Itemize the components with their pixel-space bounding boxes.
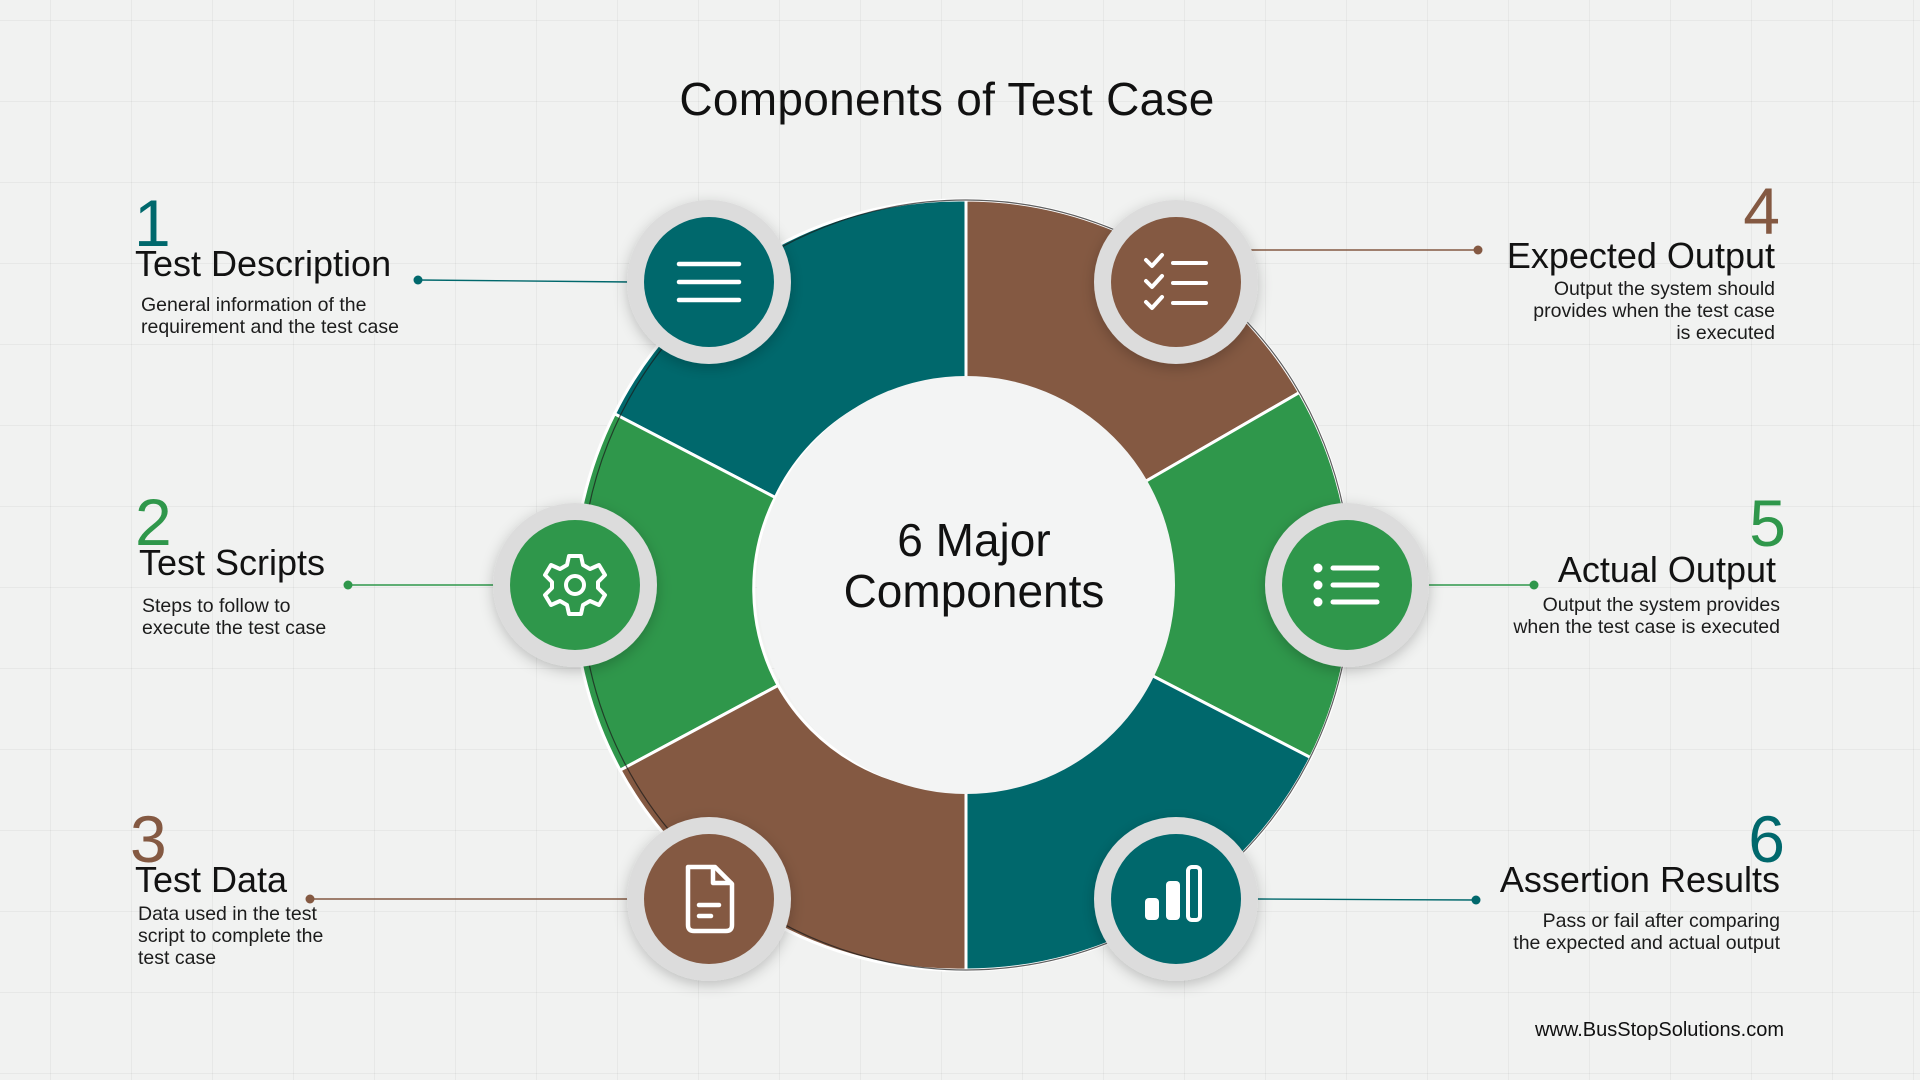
menu-lines-icon (676, 261, 742, 303)
document-icon (685, 864, 735, 934)
gear-icon (543, 554, 607, 616)
component-actual-output: 5 Actual Output Output the system provid… (1513, 490, 1786, 638)
badge-test-description (627, 200, 791, 364)
component-number: 2 (135, 485, 172, 559)
badge-test-data (627, 817, 791, 981)
connector-lines (305, 245, 1539, 905)
connector-assertion-results (1255, 898, 1477, 901)
component-description: Output the system should provides when t… (1533, 278, 1775, 344)
badge-expected-output (1094, 200, 1258, 364)
connector-dot-test-data (305, 894, 315, 904)
component-number: 5 (1749, 486, 1786, 560)
component-description: Data used in the test script to complete… (138, 903, 324, 969)
component-assertion-results: 6 Assertion Results Pass or fail after c… (1499, 806, 1785, 954)
component-heading: Actual Output (1557, 549, 1776, 590)
badge-assertion-results (1094, 817, 1258, 981)
component-description: Pass or fail after comparing the expecte… (1513, 910, 1780, 954)
component-expected-output: 4 Expected Output Output the system shou… (1506, 178, 1780, 344)
connector-test-description (417, 279, 631, 283)
component-description: Output the system provides when the test… (1513, 594, 1780, 638)
component-description: Steps to follow to execute the test case (142, 595, 327, 639)
component-number: 1 (134, 186, 171, 260)
component-number: 4 (1743, 174, 1780, 248)
component-heading: Expected Output (1506, 235, 1775, 276)
component-test-description: 1 Test Description General information o… (134, 186, 399, 338)
website-footer: www.BusStopSolutions.com (1534, 1019, 1784, 1041)
bullet-list-icon (1313, 563, 1380, 607)
component-heading: Test Description (135, 243, 392, 284)
component-test-data: 3 Test Data Data used in the test script… (130, 806, 323, 969)
wheel-center (757, 376, 1175, 794)
component-number: 6 (1748, 802, 1785, 876)
connector-dot-assertion-results (1471, 895, 1481, 905)
badge-test-scripts (493, 503, 657, 667)
component-heading: Test Data (135, 859, 288, 900)
center-label: 6 Major Components (843, 514, 1105, 617)
badge-actual-output (1265, 503, 1429, 667)
component-heading: Assertion Results (1499, 859, 1780, 900)
checklist-icon (1144, 253, 1208, 310)
connector-dot-expected-output (1473, 245, 1483, 255)
connector-dot-actual-output (1529, 580, 1539, 590)
bar-chart-icon (1145, 865, 1202, 922)
component-test-scripts: 2 Test Scripts Steps to follow to execut… (135, 489, 326, 639)
diagram-title: Components of Test Case (679, 73, 1215, 125)
component-heading: Test Scripts (139, 542, 326, 583)
component-number: 3 (130, 802, 167, 876)
connector-dot-test-description (413, 275, 423, 285)
component-description: General information of the requirement a… (141, 294, 399, 338)
connector-dot-test-scripts (343, 580, 353, 590)
